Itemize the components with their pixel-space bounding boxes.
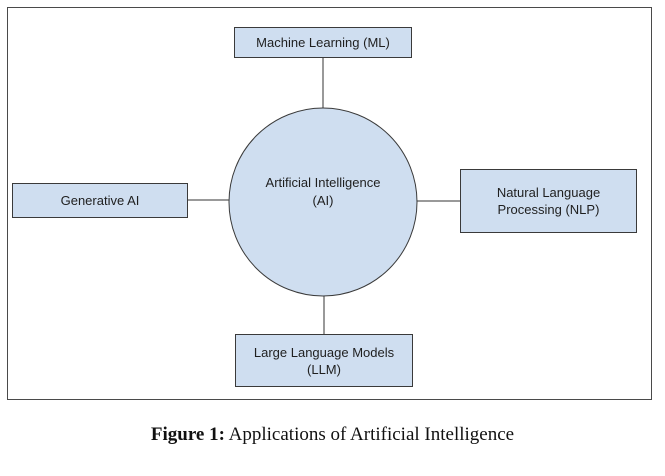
figure-caption-text: Applications of Artificial Intelligence <box>224 424 515 445</box>
node-machine-learning-label: Machine Learning (ML) <box>256 35 390 50</box>
figure-caption: Figure 1: Applications of Artificial Int… <box>0 424 665 446</box>
center-circle <box>228 107 418 297</box>
figure-caption-prefix: Figure 1: <box>150 424 225 445</box>
node-llm: Large Language Models (LLM) <box>235 334 413 387</box>
node-nlp: Natural Language Processing (NLP) <box>460 169 637 233</box>
node-nlp-label: Natural Language Processing (NLP) <box>496 185 601 217</box>
node-llm-label: Large Language Models (LLM) <box>253 344 395 377</box>
node-generative-ai: Generative AI <box>12 183 188 218</box>
center-label: Artificial Intelligence (AI) <box>265 175 381 208</box>
node-machine-learning: Machine Learning (ML) <box>234 27 412 58</box>
node-generative-ai-label: Generative AI <box>60 193 140 208</box>
